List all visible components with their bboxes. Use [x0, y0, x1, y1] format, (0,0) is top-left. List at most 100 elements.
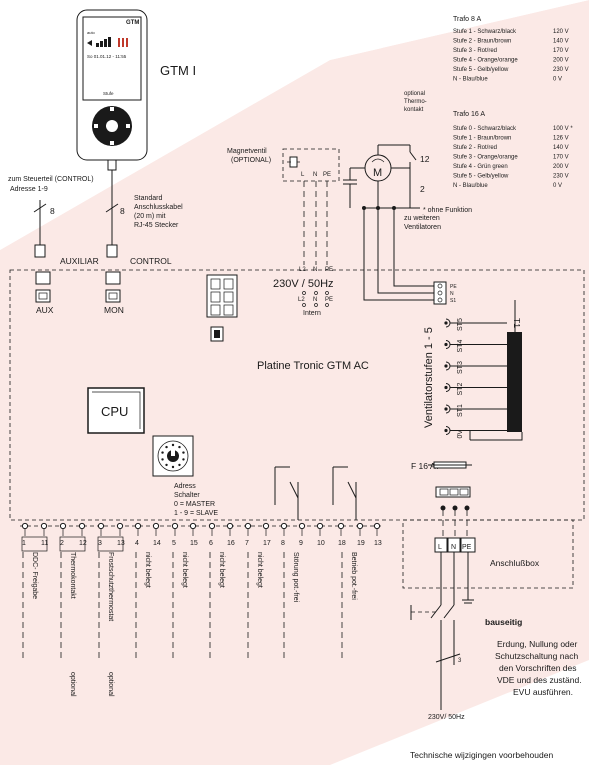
valve-terminal-l: L [301, 172, 305, 178]
supply-intern: 230V / 50Hz L2 N PE Intern [273, 278, 334, 317]
control-label-line1: zum Steuerteil (CONTROL) [8, 176, 94, 183]
transformer-label: T1 [512, 318, 522, 328]
device-screen-time: So 01.01.12 - 11:55 [87, 54, 127, 59]
valve-bottom-pe: PE [325, 267, 333, 273]
terminal-number: 10 [317, 540, 325, 547]
heat-icon [118, 38, 128, 47]
terminal-number: 13 [374, 540, 382, 547]
terminal-number: 2 [60, 540, 64, 547]
address-switch [152, 435, 194, 477]
optional-label: optional [107, 672, 114, 697]
site-line1: Erdung, Nullung oder [497, 639, 578, 649]
control-cable: zum Steuerteil (CONTROL) Adresse 1-9 8 8… [8, 176, 183, 266]
gtm-device: GTM auto So 01.01.12 - 11:55 Stufe GTM I [76, 9, 196, 245]
cable-line1: Standard [134, 195, 163, 202]
valve-line2: (OPTIONAL) [231, 157, 271, 164]
control-label-line2: Adresse 1-9 [10, 186, 48, 193]
stage-terminal: 0V [457, 430, 464, 439]
box-terminal-n: N [451, 544, 456, 551]
more-fans-line1: zu weiteren [404, 215, 440, 222]
terminal-number: 3 [98, 540, 102, 547]
trafo16-value: 200 V [553, 164, 569, 170]
signal-bars-icon [96, 37, 111, 47]
site-line4: VDE und des zuständ. [497, 675, 582, 685]
valve-bottom-l2: L2 [299, 267, 306, 273]
terminal-number: 8 [281, 540, 285, 547]
terminal-number: 7 [245, 540, 249, 547]
valve-line1: Magnetventil [227, 148, 267, 155]
magnet-valve: Magnetventil (OPTIONAL) L N PE L2 N PE [227, 148, 340, 273]
trafo8-label: Stufe 2 - Braun/brown [453, 39, 511, 45]
io-label: nicht belegt [181, 552, 188, 588]
trafo8-value: 170 V [553, 48, 569, 54]
fuse-label: F 16 AT [411, 461, 440, 471]
trafo8-value: 120 V [553, 29, 569, 35]
trafo8-value: 200 V [553, 58, 569, 64]
cpu-chip: CPU [87, 387, 145, 434]
more-fans-line2: Ventilatoren [404, 224, 441, 231]
port-aux: AUX [36, 305, 54, 315]
address-line4: 1 - 9 = SLAVE [174, 510, 218, 517]
box-terminal-l: L [438, 544, 442, 551]
terminal-number: 15 [190, 540, 198, 547]
terminal-number: 13 [117, 540, 125, 547]
address-line2: Schalter [174, 492, 200, 499]
trafo16-label: Stufe 3 - Orange/orange [453, 155, 518, 161]
cpu-label: CPU [101, 404, 128, 419]
board-title: Platine Tronic GTM AC [257, 360, 369, 372]
device-title: GTM I [160, 63, 196, 78]
io-label: Betrieb pot.-frei [350, 552, 357, 600]
trafo16-footnote: * ohne Funktion [423, 207, 472, 214]
port-control: CONTROL [130, 256, 172, 266]
stage-label: Ventilatorstufen 1 - 5 [423, 327, 435, 428]
valve-bottom-n: N [313, 267, 317, 273]
trafo16-value: 170 V [553, 155, 569, 161]
trafo8-label: Stufe 1 - Schwarz/black [453, 29, 517, 35]
terminal-number: 11 [41, 540, 48, 547]
stage-terminal: ST2 [457, 383, 464, 396]
supply-note: Intern [303, 310, 321, 317]
box-terminal-pe: PE [462, 544, 472, 551]
trafo16-label: Stufe 1 - Braun/brown [453, 136, 511, 142]
motor-section: optional Thermo- kontakt M 12 2 zu weite… [343, 91, 441, 301]
trafo8-label: N - Blau/blue [453, 77, 488, 83]
io-label: Störung pot.-frei [292, 552, 299, 603]
site-title: bauseitig [485, 617, 522, 627]
fan-pin-n: N [450, 291, 454, 297]
address-line3: 0 = MASTER [174, 501, 215, 508]
thermo-n2: 2 [420, 184, 425, 194]
valve-terminal-pe: PE [323, 172, 331, 178]
site-line3: den Vorschriften des [499, 663, 577, 673]
terminal-number: 16 [227, 540, 235, 547]
optional-label: optional [69, 672, 76, 697]
trafo8-value: 140 V [553, 39, 569, 45]
fan-pins: PE N S1 [433, 281, 457, 305]
trafo16-value: 100 V * [553, 126, 573, 132]
terminal-number: 12 [79, 540, 87, 547]
trafo16-value: 140 V [553, 145, 569, 151]
supply-terminal-n: N [313, 297, 317, 303]
trafo16-label: Stufe 2 - Rot/red [453, 145, 497, 151]
terminal-number: 18 [338, 540, 346, 547]
io-label: DDC- Freigabe [31, 552, 38, 599]
trafo16-value: 230 V [553, 174, 569, 180]
terminal-number: 17 [263, 540, 271, 547]
trafo16-value: 0 V [553, 183, 562, 189]
trafo16-value: 126 V [553, 136, 569, 142]
terminal-number: 4 [135, 540, 139, 547]
trafo8-label: Stufe 4 - Orange/orange [453, 58, 518, 64]
trafo16-label: Stufe 5 - Gelb/yellow [453, 174, 509, 180]
device-brand: GTM [126, 20, 139, 26]
terminal-number: 19 [357, 540, 365, 547]
aux-plug [34, 244, 46, 258]
trafo16-label: Stufe 4 - Grün green [453, 164, 508, 170]
cable-line3: (20 m) mit [134, 213, 166, 220]
supply-voltage: 230V / 50Hz [273, 278, 334, 290]
fuse: F 16 AT [411, 461, 472, 538]
fan-pin-pe: PE [450, 284, 457, 290]
terminal-number: 5 [172, 540, 176, 547]
mains-switch: 3 230V/ 50Hz [410, 604, 465, 721]
